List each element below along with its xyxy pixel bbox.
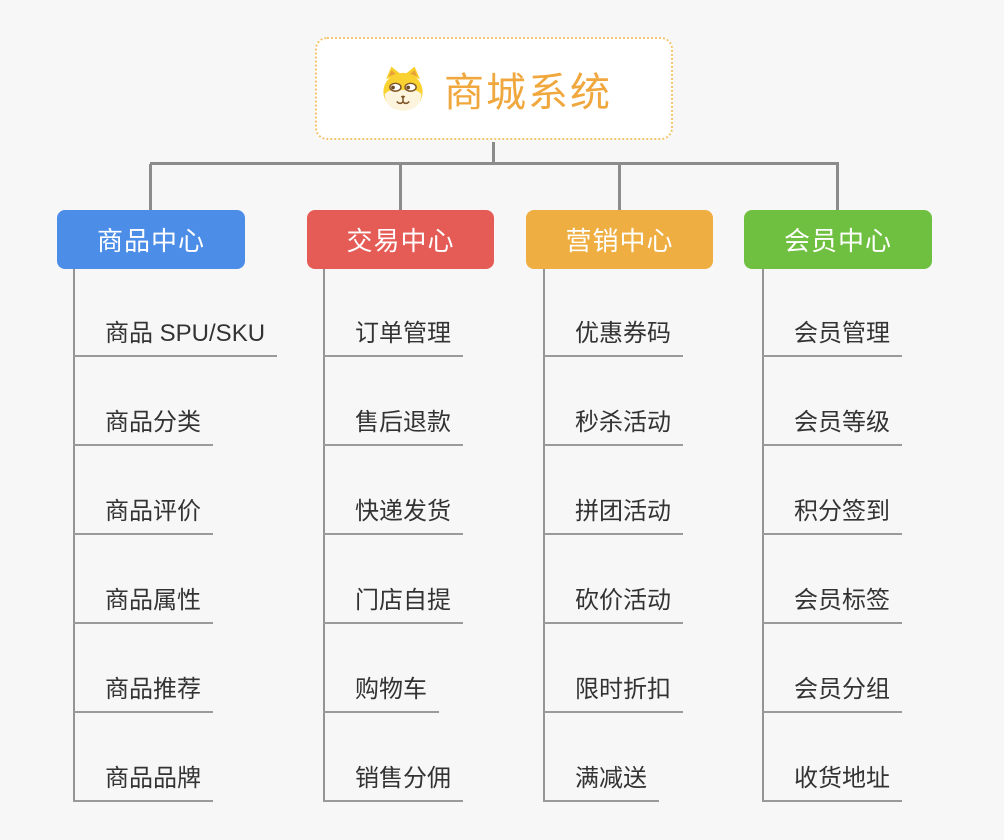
branch-label: 营销中心 (565, 226, 674, 256)
leaf-node[interactable]: 会员标签 (762, 588, 902, 624)
leaf-node[interactable]: 订单管理 (323, 321, 463, 357)
connector-drop-member (836, 164, 839, 210)
leaf-node[interactable]: 商品推荐 (73, 677, 213, 713)
leaf-node[interactable]: 商品 SPU/SKU (73, 321, 278, 357)
leaf-node[interactable]: 销售分佣 (323, 766, 463, 802)
connector-root-drop (492, 142, 495, 163)
leaf-node[interactable]: 商品评价 (73, 499, 213, 535)
leaf-node[interactable]: 积分签到 (762, 499, 902, 535)
connector-drop-trade (399, 164, 402, 210)
leaf-column-marketing: 优惠券码 秒杀活动 拼团活动 砍价活动 限时折扣 满减送 (543, 269, 788, 802)
branch-node-member[interactable]: 会员中心 (744, 210, 932, 269)
leaf-node[interactable]: 商品分类 (73, 410, 213, 446)
leaf-node[interactable]: 购物车 (323, 677, 439, 713)
leaf-column-member: 会员管理 会员等级 积分签到 会员标签 会员分组 收货地址 (762, 269, 1004, 802)
connector-drop-marketing (618, 164, 621, 210)
leaf-node[interactable]: 门店自提 (323, 588, 463, 624)
branch-label: 商品中心 (96, 226, 205, 256)
connector-trunk (150, 162, 839, 165)
branch-node-trade[interactable]: 交易中心 (307, 210, 494, 269)
leaf-node[interactable]: 满减送 (543, 766, 659, 802)
branch-label: 交易中心 (346, 226, 455, 256)
leaf-column-trade: 订单管理 售后退款 快递发货 门店自提 购物车 销售分佣 (323, 269, 568, 802)
leaf-node[interactable]: 秒杀活动 (543, 410, 683, 446)
shiba-dog-icon (383, 66, 423, 110)
leaf-node[interactable]: 售后退款 (323, 410, 463, 446)
root-node[interactable]: 商城系统 (315, 37, 673, 140)
leaf-node[interactable]: 收货地址 (762, 766, 902, 802)
branch-node-marketing[interactable]: 营销中心 (526, 210, 713, 269)
leaf-node[interactable]: 限时折扣 (543, 677, 683, 713)
leaf-node[interactable]: 拼团活动 (543, 499, 683, 535)
root-title: 商城系统 (444, 70, 612, 115)
branch-node-product[interactable]: 商品中心 (57, 210, 245, 269)
branch-label: 会员中心 (783, 226, 892, 256)
leaf-node[interactable]: 商品属性 (73, 588, 213, 624)
leaf-column-product: 商品 SPU/SKU 商品分类 商品评价 商品属性 商品推荐 商品品牌 (73, 269, 318, 802)
leaf-node[interactable]: 会员分组 (762, 677, 902, 713)
leaf-node[interactable]: 会员管理 (762, 321, 902, 357)
leaf-node[interactable]: 砍价活动 (543, 588, 683, 624)
leaf-node[interactable]: 会员等级 (762, 410, 902, 446)
connector-drop-product (149, 164, 152, 210)
leaf-node[interactable]: 商品品牌 (73, 766, 213, 802)
leaf-node[interactable]: 快递发货 (323, 499, 463, 535)
leaf-node[interactable]: 优惠券码 (543, 321, 683, 357)
